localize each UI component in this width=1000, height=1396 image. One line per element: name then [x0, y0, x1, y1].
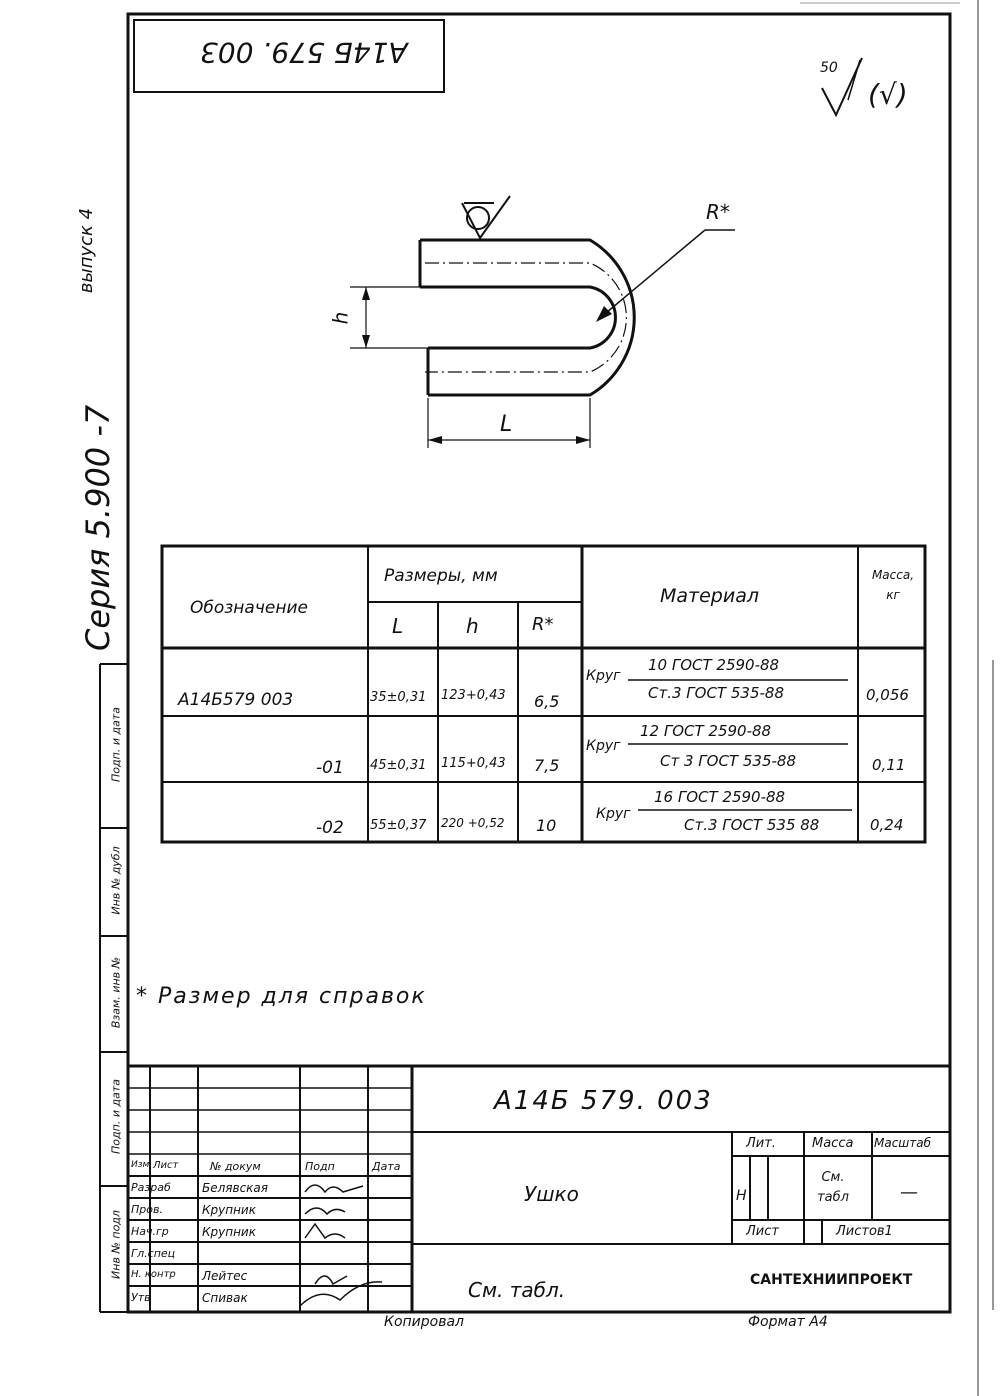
- format-label: Формат А4: [748, 1314, 828, 1330]
- reference-note: * Размер для справок: [136, 984, 427, 1009]
- row-mass: 0,056: [866, 686, 909, 704]
- header-dimensions: Размеры, мм: [384, 566, 498, 586]
- strip-inv-dup: Инв № дубл: [109, 846, 123, 915]
- mass-value: См. табл: [817, 1170, 849, 1205]
- roughness-value: 50: [820, 60, 838, 76]
- tb-header-izm: Изм: [131, 1160, 150, 1170]
- row-mat-top: 12 ГОСТ 2590-88: [640, 722, 772, 740]
- row-designation: -01: [316, 758, 344, 778]
- role: Гл.спец: [131, 1247, 176, 1260]
- row-h: 220 +0,52: [441, 816, 505, 830]
- row-mat-bottom: Ст.3 ГОСТ 535 88: [684, 816, 820, 834]
- row-designation: А14Б579 003: [178, 690, 294, 710]
- tb-header-list: Лист: [153, 1160, 179, 1171]
- l-label: L: [500, 412, 513, 437]
- role: Н. контр: [131, 1269, 176, 1280]
- row-h: 115+0,43: [441, 756, 506, 771]
- row-mat-top: 16 ГОСТ 2590-88: [654, 788, 786, 806]
- header-h: h: [466, 614, 479, 638]
- mass-label: Масса: [812, 1136, 854, 1151]
- row-l: 35±0,31: [370, 690, 427, 705]
- top-stamp-code: А14Б 579. 003: [200, 36, 408, 69]
- role-name: Крупник: [202, 1225, 256, 1239]
- row-l: 45±0,31: [370, 758, 427, 773]
- strip-sign-date-1: Подп. и дата: [109, 1079, 123, 1154]
- role: Пров.: [131, 1203, 163, 1216]
- row-mass: 0,11: [872, 756, 906, 774]
- role: Разраб: [131, 1181, 171, 1194]
- lit-value: Н: [736, 1188, 747, 1204]
- title-code: А14Б 579. 003: [494, 1086, 713, 1116]
- row-designation: -02: [316, 818, 344, 838]
- row-mat-prefix: Круг: [596, 806, 631, 822]
- role: Нач.гр: [131, 1225, 169, 1238]
- row-mat-bottom: Ст 3 ГОСТ 535-88: [660, 752, 796, 770]
- issue-label: выпуск 4: [76, 207, 98, 294]
- sheets-label: Листов1: [836, 1224, 893, 1239]
- sheet-label: Лист: [746, 1224, 779, 1239]
- role-name: Спивак: [202, 1291, 248, 1305]
- title-material: См. табл.: [468, 1278, 566, 1302]
- role-name: Лейтес: [202, 1269, 248, 1283]
- tb-header-doc: № докум: [210, 1160, 261, 1173]
- strip-inv-orig: Инв № подл: [109, 1210, 123, 1279]
- copied-label: Копировал: [384, 1314, 464, 1330]
- role-name: Белявская: [202, 1181, 268, 1195]
- row-mat-bottom: Ст.3 ГОСТ 535-88: [648, 684, 784, 702]
- row-r: 7,5: [534, 756, 560, 775]
- tb-header-sign: Подп: [305, 1160, 335, 1173]
- row-r: 10: [536, 816, 557, 835]
- role: Утв: [131, 1291, 151, 1304]
- lit-label: Лит.: [746, 1136, 776, 1151]
- strip-sign-date-2: Подп. и дата: [109, 707, 123, 782]
- header-material: Материал: [660, 585, 759, 607]
- h-label: h: [328, 311, 353, 325]
- header-l: L: [392, 614, 404, 638]
- row-l: 55±0,37: [370, 818, 427, 833]
- title-name: Ушко: [524, 1182, 579, 1206]
- series-label: Серия 5.900 -7: [79, 404, 117, 651]
- strip-replace-inv: Взам. инв №: [109, 956, 123, 1029]
- org-name: САНТЕХНИИПРОЕКТ: [750, 1272, 913, 1288]
- header-r: R*: [532, 614, 554, 635]
- row-r: 6,5: [534, 692, 560, 711]
- header-mass: Масса, кг: [871, 568, 915, 602]
- scale-label: Масштаб: [874, 1136, 932, 1150]
- scale-value: —: [900, 1182, 918, 1203]
- tb-header-date: Дата: [372, 1160, 401, 1173]
- row-mat-prefix: Круг: [586, 738, 621, 754]
- row-mass: 0,24: [870, 816, 904, 834]
- row-h: 123+0,43: [441, 688, 506, 703]
- roughness-paren: (√): [868, 78, 908, 111]
- header-designation: Обозначение: [190, 598, 308, 618]
- row-mat-top: 10 ГОСТ 2590-88: [648, 656, 780, 674]
- role-name: Крупник: [202, 1203, 256, 1217]
- row-mat-prefix: Круг: [586, 668, 621, 684]
- radius-label: R*: [706, 200, 730, 224]
